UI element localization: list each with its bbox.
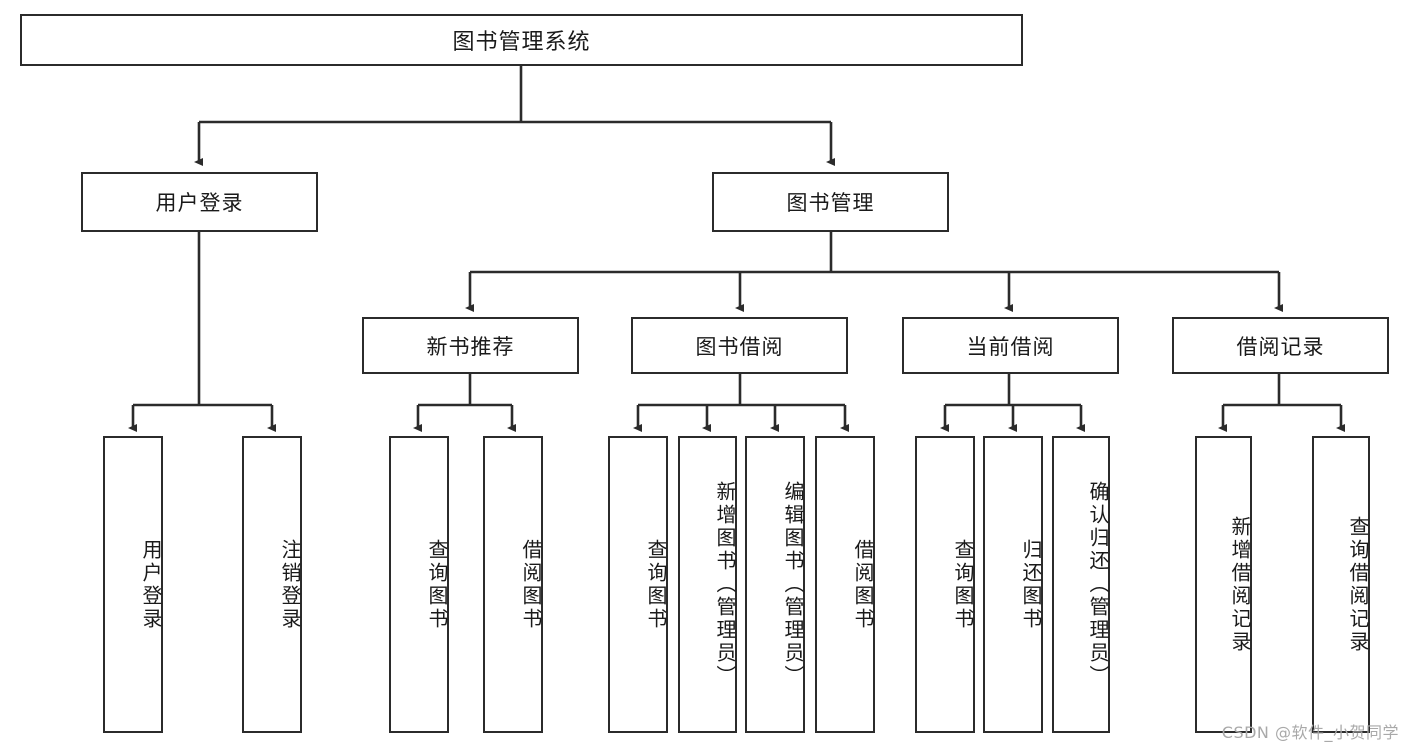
leaf-records-add-record[interactable]: 新增借阅记录	[1195, 436, 1252, 733]
leaf-current-confirm-return-admin[interactable]: 确认归还（管理员）	[1052, 436, 1110, 733]
node-label: 归还图书	[1019, 538, 1043, 631]
leaf-records-query-record[interactable]: 查询借阅记录	[1312, 436, 1370, 733]
leaf-recommend-borrow-book[interactable]: 借阅图书	[483, 436, 543, 733]
leaf-borrow-query-book[interactable]: 查询图书	[608, 436, 668, 733]
leaf-user-login-login[interactable]: 用户登录	[103, 436, 163, 733]
node-label: 新增借阅记录	[1228, 515, 1252, 654]
node-label: 当前借阅	[966, 334, 1055, 359]
leaf-borrow-add-book-admin[interactable]: 新增图书（管理员）	[678, 436, 737, 733]
leaf-recommend-query-book[interactable]: 查询图书	[389, 436, 449, 733]
node-label: 借阅图书	[519, 538, 543, 631]
leaf-borrow-borrow-book[interactable]: 借阅图书	[815, 436, 875, 733]
node-user-login[interactable]: 用户登录	[81, 172, 318, 232]
node-label: 用户登录	[139, 538, 163, 631]
node-label: 查询图书	[425, 538, 449, 631]
node-borrow-records[interactable]: 借阅记录	[1172, 317, 1389, 374]
node-label: 用户登录	[155, 191, 244, 215]
node-label: 借阅图书	[851, 538, 875, 631]
node-label: 确认归还（管理员）	[1086, 481, 1110, 688]
node-label: 注销登录	[278, 538, 302, 631]
node-new-book-recommend[interactable]: 新书推荐	[362, 317, 579, 374]
node-root-system[interactable]: 图书管理系统	[20, 14, 1023, 66]
node-label: 查询图书	[951, 538, 975, 631]
node-label: 图书管理	[786, 191, 875, 215]
leaf-current-query-book[interactable]: 查询图书	[915, 436, 975, 733]
node-label: 借阅记录	[1236, 334, 1325, 359]
leaf-current-return-book[interactable]: 归还图书	[983, 436, 1043, 733]
node-label: 查询借阅记录	[1346, 515, 1370, 654]
node-label: 图书借阅	[695, 334, 784, 359]
node-label: 编辑图书（管理员）	[781, 481, 805, 688]
node-book-borrow[interactable]: 图书借阅	[631, 317, 848, 374]
node-label: 查询图书	[644, 538, 668, 631]
node-label: 图书管理系统	[452, 30, 591, 55]
leaf-borrow-edit-book-admin[interactable]: 编辑图书（管理员）	[745, 436, 805, 733]
leaf-user-login-logout[interactable]: 注销登录	[242, 436, 302, 733]
node-book-management[interactable]: 图书管理	[712, 172, 949, 232]
watermark-text: CSDN @软件_小贺同学	[1221, 723, 1399, 742]
node-current-borrow[interactable]: 当前借阅	[902, 317, 1119, 374]
node-label: 新增图书（管理员）	[713, 481, 737, 688]
node-label: 新书推荐	[426, 334, 515, 359]
